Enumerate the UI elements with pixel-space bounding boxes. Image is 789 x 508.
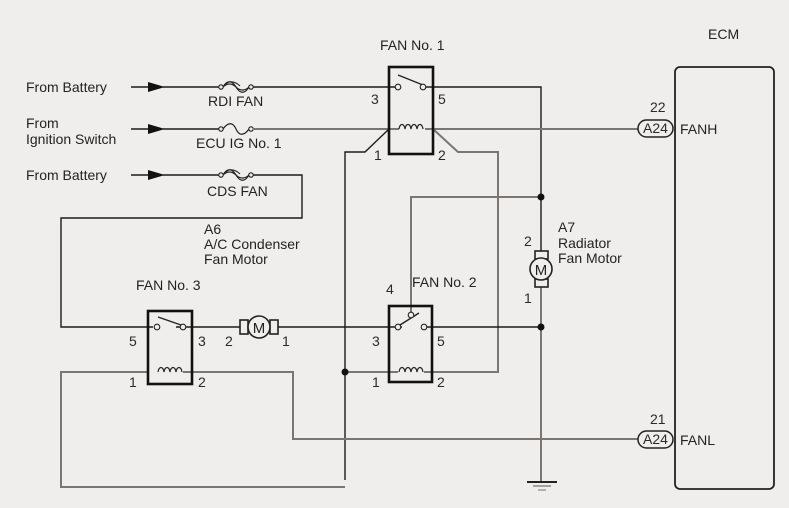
junction-dot [537, 323, 545, 331]
fuse-label-cds-fan: CDS FAN [207, 183, 268, 199]
pin-label: 2 [225, 333, 233, 349]
fuse-label-rdi-fan: RDI FAN [208, 93, 263, 109]
ecm-module: ECM 22 A24 FANH 21 A24 FANL [637, 26, 775, 490]
fuse-icon [218, 81, 254, 93]
motor-symbol: M [253, 320, 266, 337]
source-label-ignition-line1: From [26, 115, 59, 131]
pin-label: 1 [372, 374, 380, 390]
motor-id: A7 [558, 219, 575, 235]
motor-a7: A7 Radiator Fan Motor M 2 1 [524, 219, 622, 306]
junction-dot [341, 368, 349, 376]
relay-box [387, 304, 434, 384]
terminal-pin-number: 22 [650, 99, 666, 115]
fuse-icon [218, 169, 254, 181]
relay-label: FAN No. 1 [380, 37, 445, 53]
relay-fan-no-2: FAN No. 2 4 3 5 1 2 [372, 274, 477, 390]
relay-label: FAN No. 3 [136, 277, 201, 293]
pin-label: 3 [198, 333, 206, 349]
motor-icon: M [239, 315, 279, 339]
pin-label: 3 [372, 333, 380, 349]
ecm-box [674, 66, 775, 490]
pin-label: 5 [437, 333, 445, 349]
motor-icon: M [529, 250, 553, 288]
pin-label: 1 [129, 374, 137, 390]
connector-label: A24 [643, 431, 668, 447]
relay-switch-icon [394, 74, 427, 91]
pin-label: 5 [438, 91, 446, 107]
arrow-icon [131, 170, 165, 180]
wire [60, 371, 345, 488]
terminal-signal: FANH [680, 121, 717, 137]
pin-label: 5 [129, 333, 137, 349]
connector-badge [637, 119, 674, 138]
motor-label: Fan Motor [204, 251, 268, 267]
pin-label: 2 [438, 147, 446, 163]
relay-switch-icon [394, 311, 428, 331]
source-label-battery-1: From Battery [26, 79, 107, 95]
pin-label: 2 [524, 233, 532, 249]
arrow-icon [131, 82, 165, 92]
ground-icon [527, 481, 557, 491]
relay-label: FAN No. 2 [412, 274, 477, 290]
relay-switch-icon [153, 316, 187, 331]
source-label-battery-2: From Battery [26, 167, 107, 183]
wire [344, 128, 390, 480]
connector-badge [637, 430, 674, 449]
relay-box [387, 65, 435, 156]
pin-label: 2 [198, 374, 206, 390]
fuse-icon [218, 123, 254, 135]
motor-label: Fan Motor [558, 250, 622, 266]
wire [423, 86, 542, 197]
pin-label: 2 [437, 374, 445, 390]
relay-fan-no-1: FAN No. 1 3 5 1 2 [371, 37, 446, 163]
motor-label: A/C Condenser [204, 236, 300, 252]
source-label-ignition-line2: Ignition Switch [26, 131, 116, 147]
junction-dot [537, 193, 545, 201]
connector-label: A24 [643, 120, 668, 136]
motor-symbol: M [535, 262, 548, 279]
motor-label: Radiator [558, 235, 611, 251]
pin-label: 3 [371, 91, 379, 107]
terminal-pin-number: 21 [650, 411, 666, 427]
relay-fan-no-3: FAN No. 3 5 3 1 2 [129, 277, 206, 390]
pin-label: 1 [282, 333, 290, 349]
pin-label: 1 [374, 147, 382, 163]
wire [424, 128, 499, 373]
arrow-icon [131, 124, 165, 134]
ecm-label: ECM [708, 26, 739, 42]
motor-a6: A6 A/C Condenser Fan Motor M 2 1 [204, 221, 300, 349]
pin-label: 4 [386, 281, 394, 297]
terminal-signal: FANL [680, 432, 715, 448]
pin-label: 1 [524, 290, 532, 306]
relay-coil-icon [398, 123, 424, 130]
wire [183, 371, 638, 440]
fuse-label-ecu-ig: ECU IG No. 1 [196, 135, 282, 151]
wire [60, 174, 303, 328]
relay-coil-icon [157, 366, 183, 373]
relay-box [146, 309, 194, 386]
motor-id: A6 [204, 221, 221, 237]
relay-coil-icon [398, 366, 424, 373]
wire [410, 196, 541, 312]
